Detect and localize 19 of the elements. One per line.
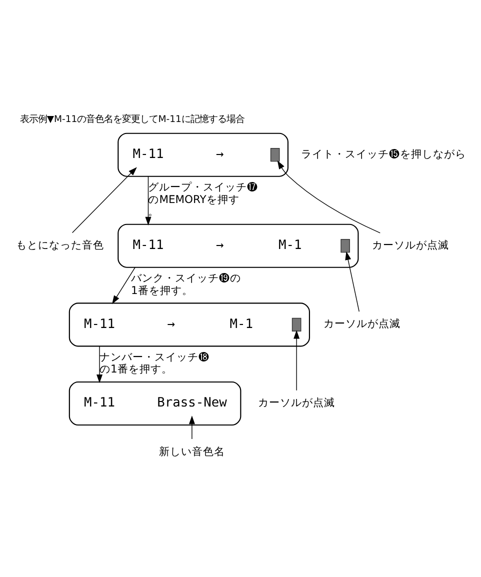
node-text: M-11 [132, 238, 164, 254]
diagram-title: 表示例▼M-11の音色名を変更してM-11に記憶する場合 [20, 114, 244, 126]
label: ライト・スイッチ⓯を押しながら [300, 147, 466, 160]
node-text: M-11 [84, 396, 116, 411]
node-text: M-11 [132, 147, 164, 162]
node-text: → [216, 147, 224, 162]
node-text: Brass-New [157, 396, 227, 411]
node-text: カーソルが点滅 [323, 317, 400, 330]
edge-label: グループ・スイッチ⓱のMEMORYを押す。 [148, 180, 258, 218]
node-text: 新しい音色名 [158, 444, 225, 458]
node-text: M-1 [278, 238, 302, 254]
node-text: M-1 [230, 316, 254, 332]
node-text: もとになった音色 [16, 238, 104, 252]
edge-label: バンク・スイッチ⓳の1番を押す。 [131, 272, 242, 297]
node-text: カーソルが点滅 [372, 238, 450, 252]
node-text: M-11 [84, 316, 116, 332]
node-text: → [167, 316, 176, 332]
node-text: → [216, 238, 224, 254]
node-text: カーソルが点滅 [258, 396, 336, 410]
